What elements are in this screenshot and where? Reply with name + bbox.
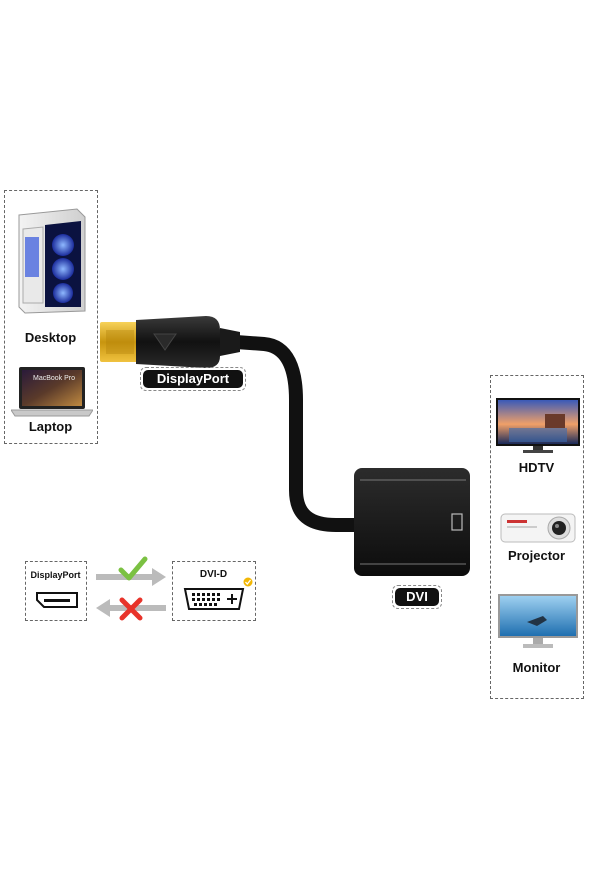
adapter-cable: [96, 300, 486, 590]
source-device-label-desktop: Desktop: [24, 330, 77, 345]
source-devices-panel: Desktop MacBook Pro Laptop: [4, 190, 98, 444]
target-device-label-hdtv: HDTV: [518, 460, 555, 475]
target-device-label-projector: Projector: [507, 548, 566, 563]
dvi-badge-icon: [243, 577, 253, 587]
hdtv-icon: [495, 396, 581, 454]
monitor-icon: [497, 592, 579, 650]
laptop-screen-text: MacBook Pro: [33, 375, 76, 382]
reverse-arrow: [92, 594, 170, 622]
cross-icon: [118, 596, 144, 622]
dvi-port-icon: [179, 586, 249, 612]
source-device-label-laptop: Laptop: [28, 419, 73, 434]
laptop-icon: [11, 365, 93, 417]
target-device-label-monitor: Monitor: [512, 660, 561, 675]
dvi-label-frame: [392, 585, 442, 609]
dvi-label: DVI: [395, 588, 439, 606]
direction-source-label: DisplayPort: [30, 570, 81, 580]
target-devices-panel: HDTV Projector Monitor: [490, 375, 584, 699]
displayport-label: DisplayPort: [143, 370, 243, 388]
check-icon: [118, 556, 148, 584]
displayport-port-icon: [34, 590, 80, 610]
desktop-pc-icon: [15, 207, 89, 315]
displayport-label-frame: [140, 367, 246, 391]
projector-icon: [499, 510, 577, 546]
direction-source-box: DisplayPort: [25, 561, 87, 621]
direction-target-box: DVI-D: [172, 561, 256, 621]
direction-target-label: DVI-D: [199, 569, 228, 580]
